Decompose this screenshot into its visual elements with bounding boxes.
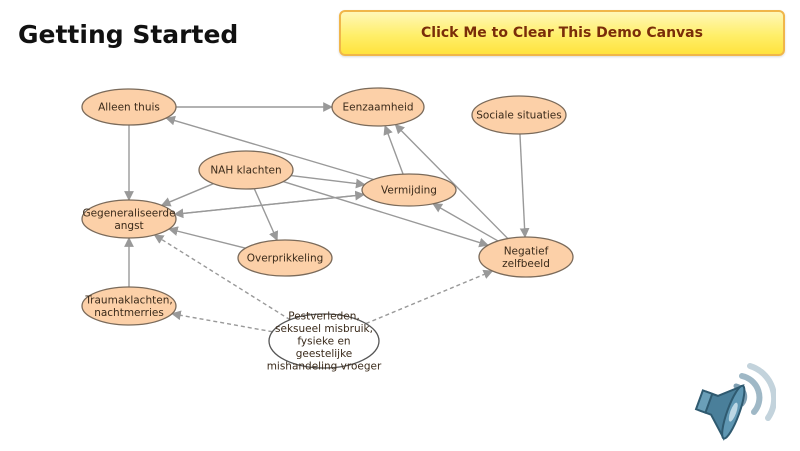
- edge-nah-to-overprikkeling: [253, 188, 279, 242]
- node-label: angst: [114, 220, 143, 232]
- node-overprikkeling[interactable]: Overprikkeling: [237, 239, 333, 277]
- node-label: fysieke en: [297, 336, 350, 348]
- edge-angst-to-vermijding: [174, 190, 366, 215]
- node-label: Overprikkeling: [247, 253, 324, 265]
- node-shape: [361, 173, 457, 207]
- node-trauma[interactable]: Traumaklachten,nachtmerries: [81, 286, 177, 326]
- edge-nah-to-negatief: [283, 180, 489, 248]
- node-shape: [81, 286, 177, 326]
- node-label: NAH klachten: [210, 165, 281, 177]
- node-shape: [331, 87, 425, 127]
- edge-vermijding-to-eenzaam: [383, 124, 404, 175]
- edge-pest-to-angst: [153, 234, 291, 321]
- node-label: seksueel misbruik,: [275, 323, 373, 335]
- node-shape: [81, 199, 177, 239]
- edge-vermijding-to-alleen: [165, 115, 374, 181]
- node-shape: [471, 95, 567, 135]
- speaker-icon[interactable]: [692, 358, 776, 442]
- node-label: Eenzaamheid: [342, 102, 413, 114]
- edge-pest-to-trauma: [170, 310, 273, 333]
- node-vermijding[interactable]: Vermijding: [361, 173, 457, 207]
- node-shape: [478, 236, 574, 278]
- node-label: Negatief: [504, 245, 549, 257]
- node-alleen[interactable]: Alleen thuis: [81, 88, 177, 126]
- node-label: zelfbeeld: [502, 258, 550, 270]
- node-label: Vermijding: [381, 185, 437, 197]
- edge-pest-to-negatief: [365, 269, 494, 325]
- node-sociaal[interactable]: Sociale situaties: [471, 95, 567, 135]
- node-label: Sociale situaties: [476, 110, 562, 122]
- node-label: nachtmerries: [94, 307, 164, 319]
- node-label: Alleen thuis: [98, 102, 160, 114]
- node-label: Gegeneraliseerde: [82, 207, 175, 219]
- edge-negatief-to-vermijding: [432, 203, 499, 242]
- edge-sociaal-to-negatief: [519, 133, 530, 238]
- node-label: Traumaklachten,: [84, 294, 172, 306]
- node-eenzaam[interactable]: Eenzaamheid: [331, 87, 425, 127]
- node-shape: [198, 150, 294, 190]
- page-title: Getting Started: [18, 20, 239, 49]
- clear-canvas-button[interactable]: Click Me to Clear This Demo Canvas: [339, 10, 785, 56]
- edge-nah-to-angst: [160, 183, 214, 207]
- node-pest[interactable]: Pestverleden,seksueel misbruik,fysieke e…: [267, 311, 382, 373]
- node-label: Pestverleden,: [288, 311, 360, 323]
- node-nah[interactable]: NAH klachten: [198, 150, 294, 190]
- edge-negatief-to-eenzaam: [394, 123, 509, 240]
- edge-overprikkeling-to-angst: [168, 226, 246, 249]
- node-label: mishandeling vroeger: [267, 361, 382, 373]
- node-shape: [237, 239, 333, 277]
- edges: [124, 102, 530, 333]
- node-shape: [81, 88, 177, 126]
- node-label: geestelijke: [296, 348, 353, 360]
- node-shape: [268, 313, 380, 369]
- edge-nah-to-vermijding: [290, 174, 366, 189]
